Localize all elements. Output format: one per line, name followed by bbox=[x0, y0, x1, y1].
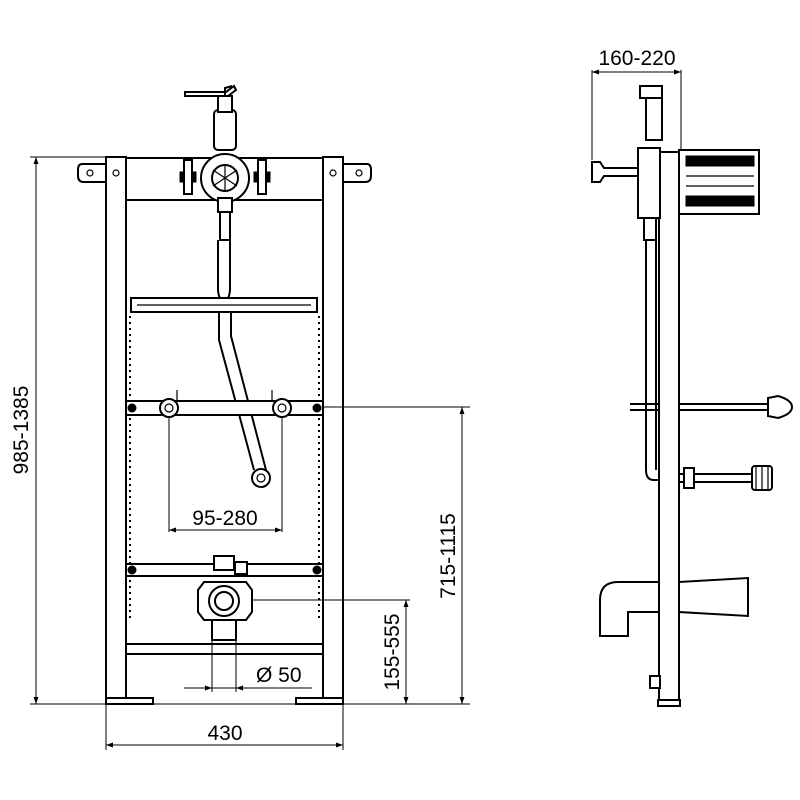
right-bracket-boss bbox=[272, 398, 292, 418]
right-foot bbox=[295, 697, 344, 705]
left-bracket-boss bbox=[159, 398, 179, 418]
flush-valve bbox=[179, 84, 271, 241]
drain-top-clip bbox=[213, 555, 235, 571]
side-drain-spigot bbox=[678, 576, 749, 618]
side-box-grille-top bbox=[685, 155, 755, 167]
front-view bbox=[30, 84, 470, 750]
bracket-studs bbox=[176, 390, 273, 400]
valve-cap bbox=[217, 95, 233, 113]
width-extension-lines bbox=[105, 704, 344, 750]
bracket-bar bbox=[125, 400, 324, 416]
right-bracket-bolt bbox=[312, 403, 322, 413]
diameter-extension-lines bbox=[211, 640, 237, 692]
valve-blades bbox=[212, 164, 238, 192]
left-wall-bracket bbox=[77, 163, 107, 183]
valve-lever-post bbox=[224, 85, 233, 96]
side-rod-stub bbox=[630, 403, 659, 411]
left-foot bbox=[105, 697, 154, 705]
bottom-crossbar bbox=[125, 643, 324, 655]
supply-pipe-diagonal bbox=[218, 312, 267, 471]
bracket-extension-lines bbox=[168, 416, 283, 532]
left-bracket-hole-inner bbox=[164, 403, 174, 413]
dimension-lines bbox=[33, 69, 682, 748]
drain-outlet-inner bbox=[214, 591, 234, 611]
side-rod-nut bbox=[683, 467, 695, 489]
side-foot bbox=[657, 699, 681, 707]
left-bracket-hole bbox=[86, 169, 94, 177]
side-rod-cap bbox=[767, 394, 794, 420]
pipe-end-fitting-inner bbox=[256, 473, 266, 483]
side-valve-box bbox=[678, 149, 760, 215]
side-bracket-rod bbox=[679, 403, 768, 411]
side-upright bbox=[658, 151, 680, 703]
side-outlet-nut bbox=[643, 217, 657, 241]
valve-lever bbox=[184, 84, 238, 97]
side-supply-pipe bbox=[645, 240, 659, 481]
side-view bbox=[591, 85, 794, 707]
right-upright bbox=[322, 156, 344, 703]
valve-outlet-pipe bbox=[219, 211, 231, 241]
depth-label: 160-220 bbox=[598, 47, 675, 70]
drain-height-label: 155-555 bbox=[381, 613, 404, 690]
depth-extension-lines bbox=[591, 70, 682, 160]
right-wall-bracket bbox=[342, 163, 372, 183]
lower-right-bolt bbox=[312, 565, 322, 575]
drain-pipe bbox=[211, 619, 237, 641]
valve-right-nut bbox=[257, 159, 267, 195]
right-upright-hole bbox=[329, 169, 337, 177]
lower-left-bolt bbox=[127, 565, 137, 575]
side-valve-cap bbox=[639, 85, 663, 99]
left-upright bbox=[105, 156, 127, 703]
fixing-bracket bbox=[125, 390, 324, 418]
right-bracket-hole-inner bbox=[277, 403, 287, 413]
side-drain-elbow bbox=[599, 581, 660, 637]
supply-pipe-upper bbox=[217, 240, 231, 302]
side-box-lines bbox=[686, 175, 754, 187]
valve-stem bbox=[213, 109, 237, 151]
bracket-spacing-label: 95-280 bbox=[192, 507, 257, 530]
width-label: 430 bbox=[207, 722, 242, 745]
pipe-end-fitting bbox=[251, 468, 271, 488]
valve-outlet-nut bbox=[217, 197, 233, 213]
total-height-label: 985-1385 bbox=[10, 386, 33, 475]
connection-height-label: 715-1115 bbox=[437, 513, 460, 599]
side-valve-body bbox=[637, 147, 661, 219]
left-bracket-bolt bbox=[127, 403, 137, 413]
valve-left-nut bbox=[183, 159, 193, 195]
side-box-grille-bottom bbox=[685, 195, 755, 207]
side-coupler-thread bbox=[755, 466, 769, 490]
drain-outlet bbox=[208, 585, 240, 617]
drain-fitting bbox=[197, 555, 253, 641]
left-upright-hole bbox=[112, 169, 120, 177]
side-valve-stem bbox=[645, 95, 663, 141]
drain-diameter-label: Ø 50 bbox=[256, 664, 302, 687]
right-bracket-hole bbox=[355, 169, 363, 177]
side-valve-lever bbox=[591, 161, 639, 183]
side-foot-bolt bbox=[649, 675, 661, 689]
drain-side-clip bbox=[234, 561, 248, 575]
